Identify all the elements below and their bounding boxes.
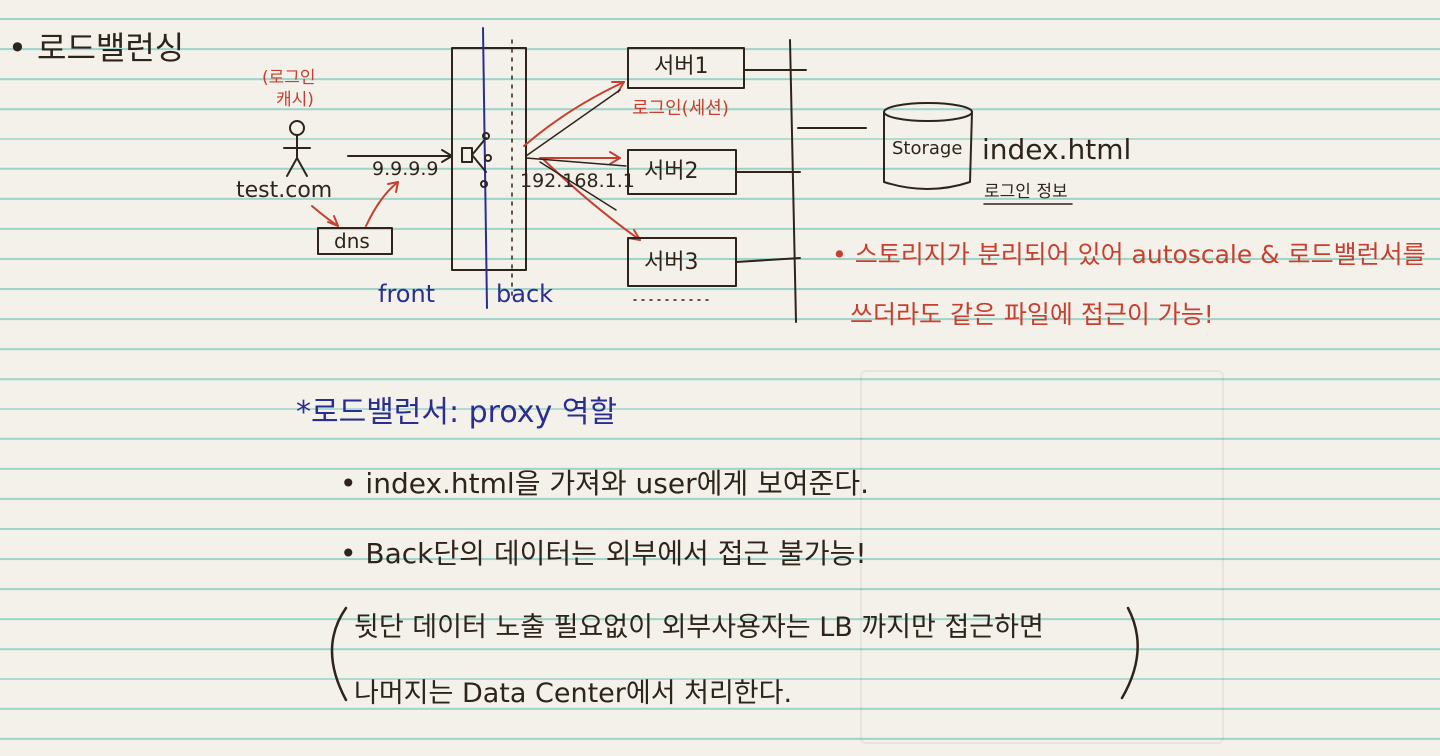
server3-label: 서버3 — [644, 250, 699, 275]
server1-label: 서버1 — [654, 54, 709, 79]
domain-label: test.com — [236, 178, 333, 203]
dns-label: dns — [334, 229, 370, 253]
paren-left — [330, 606, 348, 702]
front-ip-label: 9.9.9.9 — [372, 158, 439, 180]
server2-label: 서버2 — [644, 159, 699, 184]
front-label: front — [378, 280, 436, 308]
user-figure-icon — [283, 120, 311, 177]
paren-right — [1120, 606, 1139, 700]
dns-lookup-arrows — [311, 181, 399, 227]
storage-file-label: index.html — [982, 133, 1132, 166]
storage-note: 로그인 정보 — [984, 182, 1068, 202]
red-note-line1: • 스토리지가 분리되어 있어 autoscale & 로드밸런서를 — [832, 240, 1426, 269]
lb-to-servers-arrows — [523, 81, 641, 241]
notes-bullet2: • Back단의 데이터는 외부에서 접근 불가능! — [340, 537, 867, 570]
notes-bullet1: • index.html을 가져와 user에게 보여준다. — [340, 467, 869, 500]
page-title: • 로드밸런싱 — [8, 29, 185, 67]
front-back-divider — [482, 27, 488, 309]
notes-heading: *로드밸런서: proxy 역할 — [296, 395, 618, 430]
dns-box — [317, 227, 393, 255]
server1-note: 로그인(세션) — [632, 98, 729, 119]
red-note-line2: 쓰더라도 같은 파일에 접근이 가능! — [850, 300, 1214, 329]
switch-icon — [461, 132, 492, 188]
user-note-line2: 캐시) — [276, 90, 314, 110]
notes-paren-line2: 나머지는 Data Center에서 처리한다. — [354, 678, 793, 709]
storage-cylinder-icon — [883, 102, 973, 190]
storage-bus — [735, 39, 867, 323]
storage-label: Storage — [892, 138, 963, 159]
back-ip-label: 192.168.1.1 — [520, 170, 635, 192]
notes-paren-line1: 뒷단 데이터 노출 필요없이 외부사용자는 LB 까지만 접근하면 — [354, 612, 1044, 643]
server1-box — [627, 47, 745, 89]
load-balancer-box — [451, 47, 527, 271]
user-note-line1: (로그인 — [262, 68, 316, 88]
bleed-through-shadow — [860, 370, 1224, 744]
back-label: back — [496, 280, 554, 308]
